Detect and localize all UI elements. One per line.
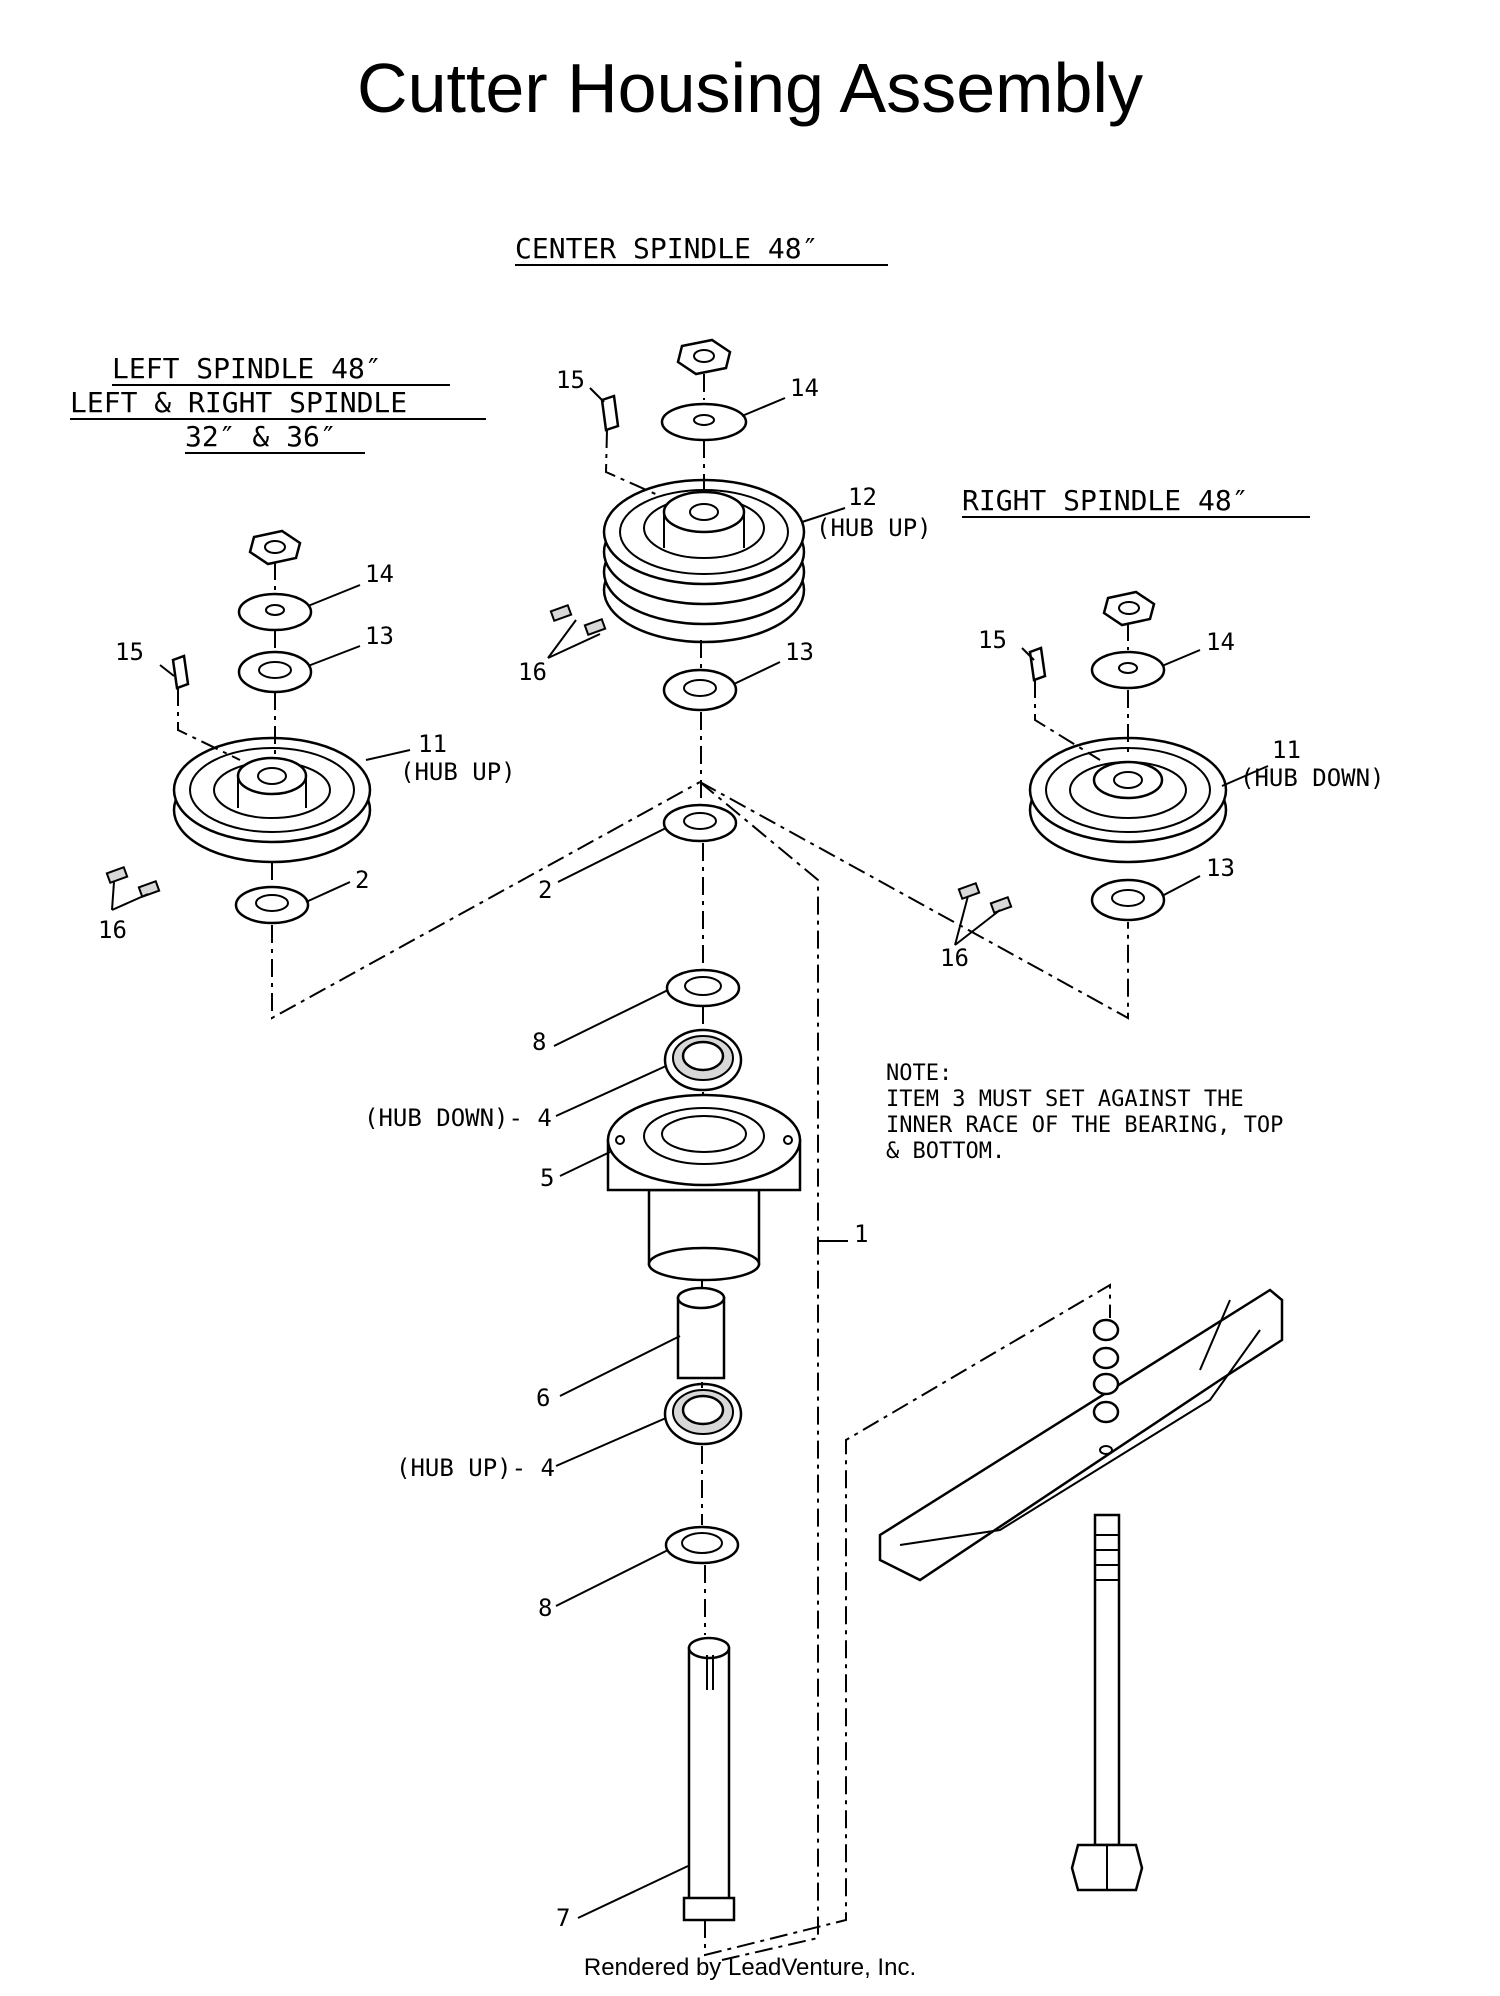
right-pulley-11	[1028, 736, 1228, 864]
callout-15-left: 15	[115, 638, 144, 666]
blade-bolt	[1070, 1513, 1144, 1892]
left-set-screws-16	[105, 865, 161, 899]
left-pulley-11	[172, 736, 372, 864]
left-spacer-13	[237, 650, 313, 694]
svg-text:& BOTTOM.: & BOTTOM.	[886, 1139, 1005, 1164]
shaft-7	[682, 1636, 736, 1922]
callout-15-right: 15	[978, 626, 1007, 654]
center-washer-14	[660, 402, 748, 442]
callout-2-center: 2	[538, 876, 552, 904]
assembly-note: NOTE: ITEM 3 MUST SET AGAINST THE INNER …	[886, 1061, 1283, 1164]
right-set-screws-16	[957, 881, 1013, 915]
callout-13-center: 13	[785, 638, 814, 666]
bearing-4-top	[663, 1028, 743, 1092]
callout-2-left: 2	[355, 866, 369, 894]
assembly-center-lines	[177, 374, 1129, 1961]
blade-washers	[1092, 1318, 1120, 1455]
svg-text:INNER RACE OF THE BEARING, TOP: INNER RACE OF THE BEARING, TOP	[886, 1113, 1283, 1138]
svg-text:LEFT SPINDLE 48″: LEFT SPINDLE 48″	[112, 352, 382, 385]
callout-11-right-note: (HUB DOWN)	[1240, 764, 1385, 792]
callout-12: 12	[848, 483, 877, 511]
callout-1: 1	[854, 1220, 868, 1248]
svg-text:CENTER SPINDLE 48″: CENTER SPINDLE 48″	[515, 232, 818, 265]
footer-credit: Rendered by LeadVenture, Inc.	[583, 1954, 917, 1981]
spacer-tube-6	[676, 1286, 726, 1380]
svg-text:LEFT & RIGHT SPINDLE: LEFT & RIGHT SPINDLE	[70, 386, 407, 419]
callout-5: 5	[540, 1164, 554, 1192]
callout-6: 6	[536, 1384, 550, 1412]
callout-11-left-note: (HUB UP)	[400, 758, 516, 786]
svg-text:ITEM 3 MUST SET AGAINST THE: ITEM 3 MUST SET AGAINST THE	[886, 1087, 1244, 1112]
center-pulley-12	[602, 478, 806, 644]
left-spindle-header: LEFT SPINDLE 48″ LEFT & RIGHT SPINDLE 32…	[70, 352, 486, 454]
callout-14-left: 14	[365, 560, 394, 588]
callout-16-left: 16	[98, 916, 127, 944]
center-set-screws-16	[549, 603, 607, 637]
callout-13-right: 13	[1206, 854, 1235, 882]
right-spacer-13	[1090, 878, 1166, 922]
left-washer-14	[237, 592, 313, 632]
callout-12-note: (HUB UP)	[816, 514, 932, 542]
svg-text:NOTE:: NOTE:	[886, 1061, 952, 1086]
left-spacer-2	[234, 885, 310, 925]
callout-11-right: 11	[1272, 736, 1301, 764]
callout-14-center: 14	[790, 374, 819, 402]
callout-8-top: 8	[532, 1028, 546, 1056]
blade	[878, 1288, 1284, 1582]
bearing-4-bottom	[663, 1382, 743, 1446]
washer-8-top	[665, 968, 741, 1008]
callout-11-left: 11	[418, 730, 447, 758]
housing-5	[606, 1093, 802, 1282]
center-key-15	[600, 394, 620, 432]
callout-16-center: 16	[518, 658, 547, 686]
callout-15-center: 15	[556, 366, 585, 394]
center-nut	[676, 338, 732, 376]
callout-13-left: 13	[365, 622, 394, 650]
callout-4-hub-up: (HUB UP)- 4	[396, 1454, 555, 1482]
svg-text:32″ & 36″: 32″ & 36″	[185, 420, 337, 453]
right-spindle-header: RIGHT SPINDLE 48″	[962, 484, 1310, 518]
svg-text:RIGHT SPINDLE 48″: RIGHT SPINDLE 48″	[962, 484, 1249, 517]
callout-16-right: 16	[940, 944, 969, 972]
spacer-2	[662, 803, 738, 843]
right-washer-14	[1090, 650, 1166, 690]
left-nut	[248, 529, 302, 566]
center-spacer-13	[662, 668, 738, 712]
leader-lines	[111, 387, 1269, 1919]
right-key-15	[1028, 646, 1047, 682]
callout-labels: 15 14 12 (HUB UP) 16 13 14 13 15 11 (HUB…	[98, 366, 1385, 1932]
callout-8-bottom: 8	[538, 1594, 552, 1622]
center-spindle-header: CENTER SPINDLE 48″	[515, 232, 888, 266]
page-title: Cutter Housing Assembly	[357, 49, 1143, 127]
callout-7: 7	[556, 1904, 570, 1932]
callout-14-right: 14	[1206, 628, 1235, 656]
right-nut	[1102, 590, 1156, 627]
washer-8-bottom	[664, 1525, 740, 1565]
left-key-15	[171, 654, 190, 690]
callout-4-hub-down: (HUB DOWN)- 4	[364, 1104, 552, 1132]
